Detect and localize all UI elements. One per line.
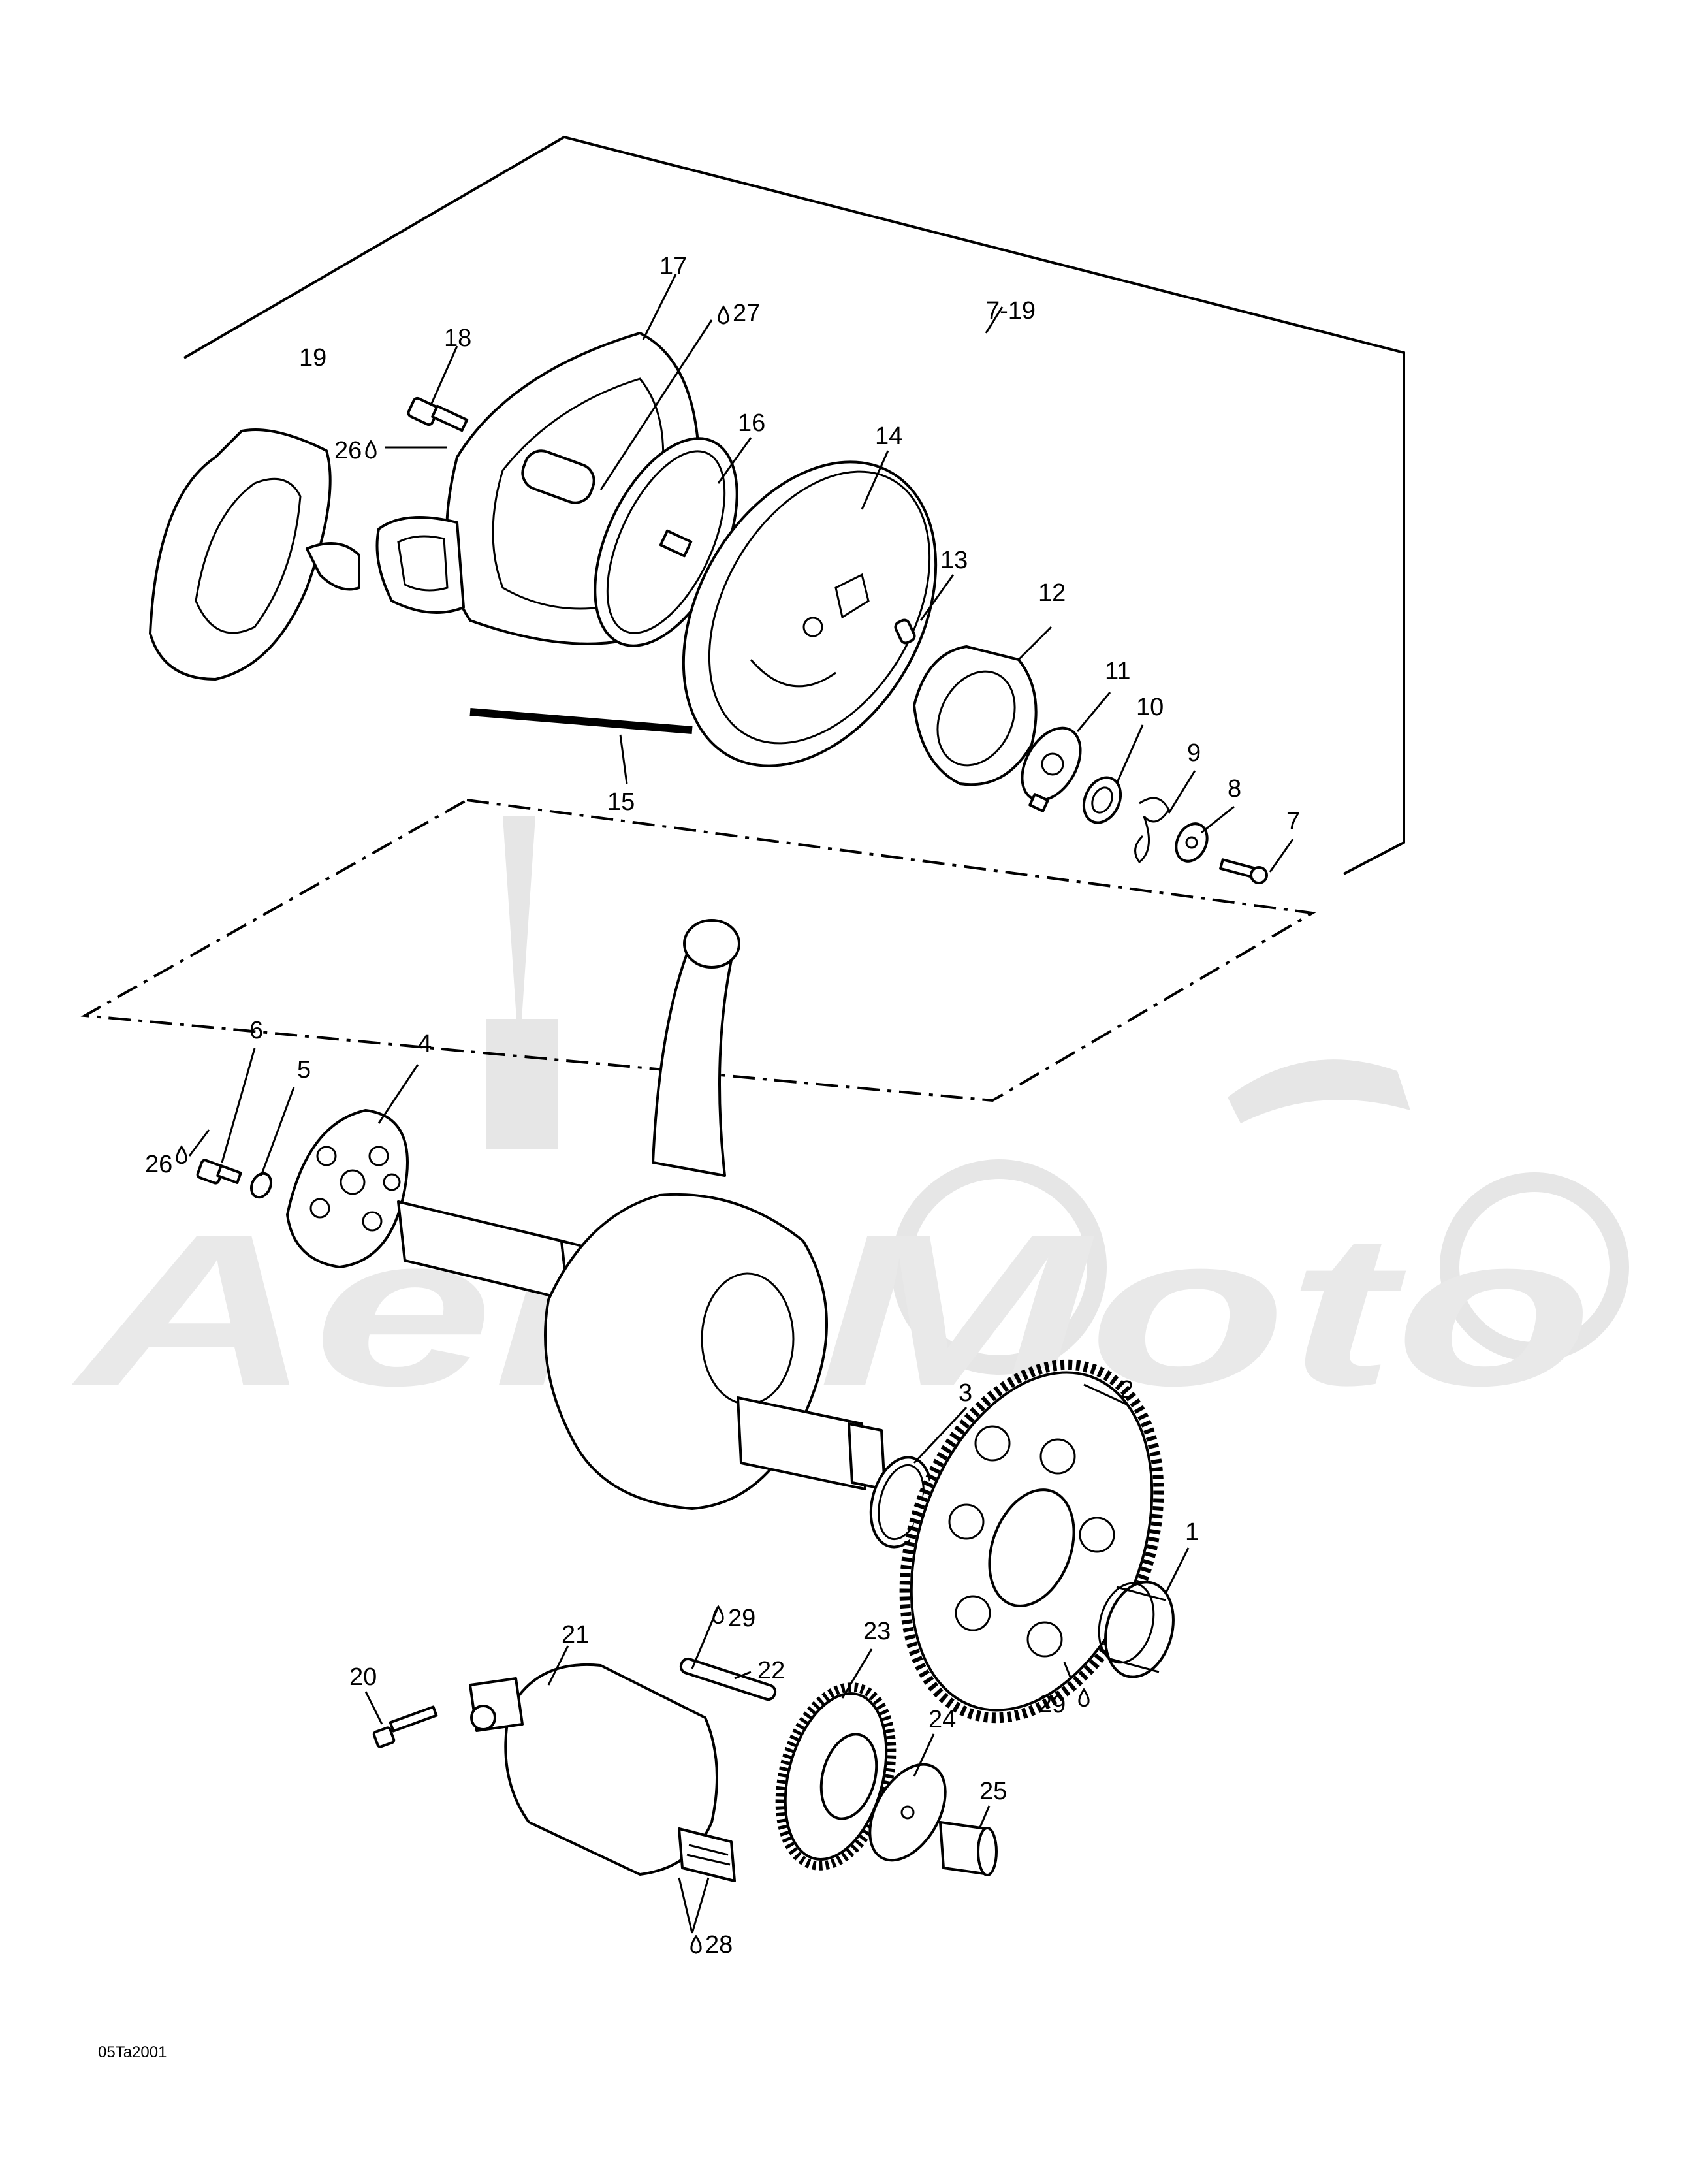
drop-icon	[690, 1935, 702, 1954]
part-20-bolt	[372, 1705, 438, 1748]
drop-icon	[176, 1145, 187, 1164]
callout-9: 9	[1187, 739, 1201, 767]
part-25-bushing	[939, 1821, 998, 1876]
callout-21: 21	[562, 1621, 589, 1648]
callout-13: 13	[940, 547, 968, 574]
part-15-rope	[469, 708, 693, 734]
callout-14: 14	[875, 423, 902, 450]
callout-28: 28	[705, 1931, 733, 1959]
part-22-shaft	[679, 1657, 777, 1701]
callout-19: 19	[299, 344, 326, 372]
part-24-thrust-washer	[868, 1763, 947, 1862]
part-6-bolt	[196, 1159, 242, 1185]
reference-frame	[80, 798, 1317, 1102]
part-2-ring-gear	[899, 1359, 1164, 1724]
callout-26a: 26	[334, 437, 362, 464]
part-1-needle-bearing	[1098, 1581, 1175, 1678]
part-12-pawl-guide	[913, 645, 1038, 786]
callout-23: 23	[863, 1618, 891, 1645]
part-18-bolt	[407, 396, 469, 432]
part-4-plate	[286, 1109, 409, 1268]
callout-2: 2	[1120, 1376, 1134, 1404]
callout-27: 27	[733, 300, 760, 327]
callout-4: 4	[418, 1030, 432, 1057]
callouts: 7-19 17 18 19 26 27 16 14 13 12 11 10 9 …	[98, 253, 1300, 2061]
callout-16: 16	[738, 410, 765, 437]
part-21-starter-motor	[469, 1663, 736, 1882]
callout-7: 7	[1286, 808, 1300, 835]
part-9-spring	[1134, 797, 1170, 864]
callout-26b: 26	[145, 1151, 172, 1178]
callout-1: 1	[1185, 1518, 1199, 1546]
callout-5: 5	[297, 1056, 311, 1084]
part-11-friction-washer	[1021, 726, 1082, 812]
drop-icon	[718, 305, 729, 325]
drop-icon	[365, 440, 377, 459]
part-10-bushing	[1082, 776, 1122, 824]
part-5-washer	[249, 1172, 273, 1199]
callout-11: 11	[1105, 658, 1130, 685]
callout-15: 15	[607, 788, 635, 816]
callout-17: 17	[659, 253, 687, 280]
callout-8: 8	[1228, 775, 1241, 803]
callout-12: 12	[1038, 579, 1066, 607]
callout-25: 25	[979, 1778, 1007, 1805]
part-23-idler-gear	[775, 1682, 897, 1871]
part-8-washer	[1175, 822, 1209, 863]
part-7-screw	[1219, 858, 1268, 884]
drawing-code: 05Ta2001	[98, 2044, 167, 2061]
part-13-pawl	[894, 618, 916, 645]
assembly-callout-7-19: 7-19	[986, 297, 1036, 325]
assembly-frame	[183, 135, 1405, 875]
drop-icon	[712, 1605, 724, 1624]
callout-10: 10	[1136, 694, 1164, 721]
lubricant-drop-icons	[176, 305, 1090, 1954]
part-19-handle	[149, 428, 360, 681]
callout-24: 24	[928, 1706, 956, 1733]
callout-6: 6	[249, 1017, 263, 1044]
part-14-rope-pulley	[682, 460, 938, 767]
callout-18: 18	[444, 325, 471, 352]
drop-icon	[1078, 1688, 1090, 1707]
callout-29a: 29	[728, 1605, 755, 1632]
callout-20: 20	[349, 1663, 377, 1691]
callout-29b: 29	[1038, 1691, 1066, 1718]
watermark: AeroMoto	[68, 816, 1629, 1430]
crankshaft	[397, 919, 886, 1510]
callout-3: 3	[959, 1379, 972, 1407]
leader-lines	[188, 274, 1294, 1934]
callout-22: 22	[757, 1657, 785, 1684]
